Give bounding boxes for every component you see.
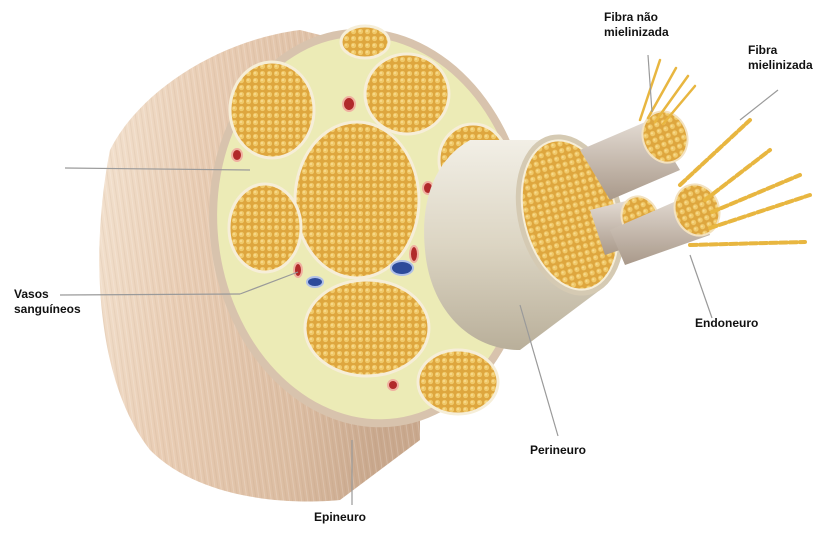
nerve-fibers — [580, 60, 810, 265]
vein — [307, 277, 323, 287]
vein — [391, 261, 413, 275]
label-fibra-nao-mielinizada: Fibra não mielinizada — [604, 10, 669, 40]
artery — [410, 246, 418, 262]
label-epineuro: Epineuro — [314, 510, 366, 525]
label-endoneuro: Endoneuro — [695, 316, 758, 331]
label-vasos-sanguineos: Vasos sanguíneos — [14, 287, 81, 317]
leader-line-endoneuro — [690, 255, 712, 318]
artery — [294, 263, 302, 277]
artery — [232, 149, 242, 161]
label-perineuro: Perineuro — [530, 443, 586, 458]
label-fibra-mielinizada: Fibra mielinizada — [748, 43, 813, 73]
artery — [388, 380, 398, 390]
leader-line-fibra-mielinizada — [740, 90, 778, 120]
artery — [343, 97, 355, 111]
